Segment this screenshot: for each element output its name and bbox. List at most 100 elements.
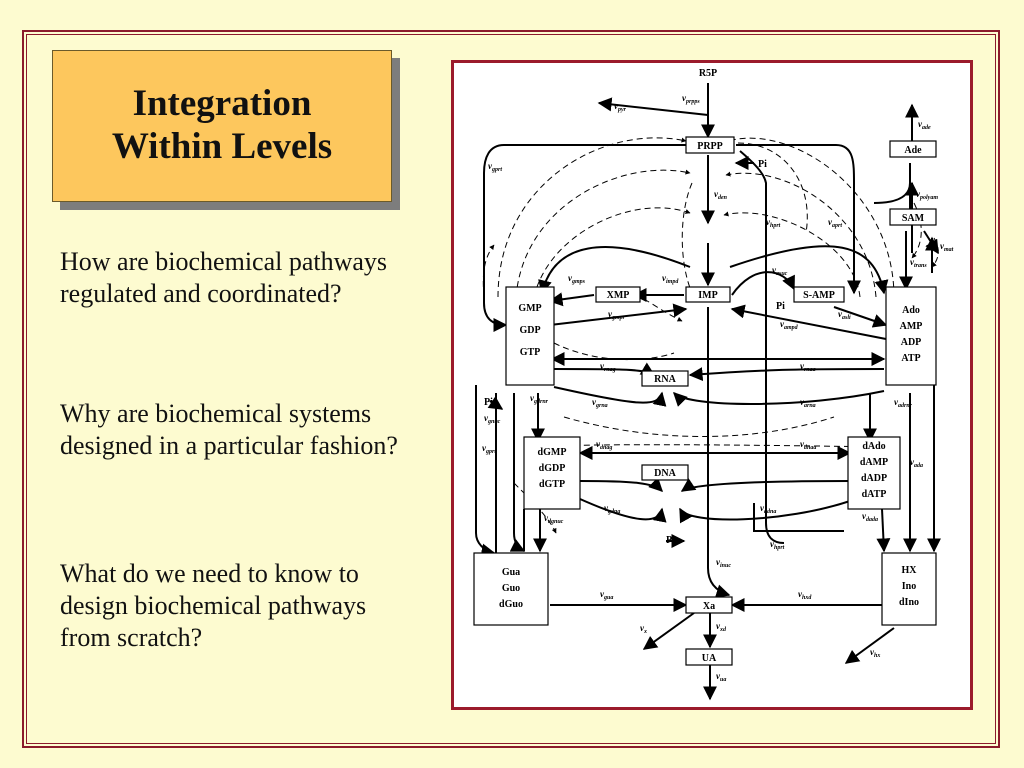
- node-dguo: dGuo: [499, 599, 523, 610]
- node-deoxyguanine-nucleotides-box: [523, 436, 581, 510]
- flux-dada: vdada: [862, 511, 878, 523]
- flux-gnuc: vgnuc: [484, 413, 501, 425]
- question-1: How are biochemical pathways regulated a…: [60, 247, 388, 308]
- node-imp-box: [685, 286, 731, 303]
- flux-polyam: vpolyam: [916, 189, 938, 201]
- node-atp: ATP: [901, 353, 920, 364]
- flux-gmps: vgmps: [568, 273, 586, 285]
- question-3: What do we need to know to design bioche…: [60, 559, 367, 652]
- node-dgmp: dGMP: [538, 447, 567, 458]
- flux-rnag: vrnag: [600, 361, 616, 373]
- node-gmp: GMP: [518, 303, 541, 314]
- node-datp: dATP: [862, 489, 887, 500]
- node-dna-box: [641, 464, 689, 481]
- flux-adrnr: vadrnr: [894, 397, 913, 409]
- node-gdp: GDP: [519, 325, 540, 336]
- flux-dnaa: vdnaa: [800, 439, 816, 451]
- node-dna: DNA: [654, 468, 676, 479]
- node-hx: HX: [902, 565, 918, 576]
- flux-arna: varna: [800, 397, 816, 409]
- flux-adna: vadna: [760, 503, 776, 515]
- flux-hprt-lower: vhprt: [770, 539, 785, 551]
- node-dado: dAdo: [862, 441, 885, 452]
- flux-inuc: vinuc: [716, 557, 731, 569]
- node-adenine-nucleotides-box: [885, 286, 937, 386]
- node-pi-left: Pi: [484, 397, 493, 408]
- node-hypoxanthine-box: [881, 552, 937, 626]
- node-gua: Gua: [502, 567, 520, 578]
- node-dgtp: dGTP: [539, 479, 565, 490]
- flux-labels: vprpps vpyr vgprt vade vpolyam vden vhpr…: [482, 93, 954, 683]
- node-xmp-box: [595, 286, 641, 303]
- flux-ada: vada: [910, 457, 923, 469]
- flux-hx: vhx: [870, 647, 880, 659]
- flux-x: vx: [640, 623, 647, 635]
- flux-pyr: vpyr: [614, 101, 627, 113]
- node-dadp: dADP: [861, 473, 887, 484]
- flux-gprt: vgprt: [488, 161, 502, 173]
- node-adp: ADP: [901, 337, 922, 348]
- flux-asuc: vasuc: [772, 265, 788, 277]
- node-guo: Guo: [502, 583, 520, 594]
- slide-frame-outer: [22, 30, 1000, 748]
- node-damp: dAMP: [860, 457, 888, 468]
- node-ade: Ade: [904, 145, 922, 156]
- reaction-arrows: [475, 83, 941, 701]
- flux-dgnuc: vdgnuc: [544, 513, 564, 525]
- node-ade-box: [889, 140, 937, 158]
- purine-pathway-diagram: R5P PRPP Pi Ade SAM XMP IMP S-AMP Pi GMP…: [451, 60, 973, 710]
- flux-gua: vgua: [600, 589, 613, 601]
- flux-gprt-lower: vgprt: [482, 443, 496, 455]
- flux-ade: vade: [918, 119, 931, 131]
- node-sam-box: [889, 208, 937, 226]
- flux-trans: vtrans: [910, 257, 927, 269]
- node-pi-top: Pi: [758, 159, 767, 170]
- flux-asli: vasli: [838, 309, 851, 321]
- slide-title: Integration Within Levels: [111, 83, 333, 167]
- node-ua-box: [685, 648, 733, 666]
- flux-gdna: vgdna: [604, 503, 620, 515]
- node-xmp: XMP: [607, 290, 630, 301]
- node-prpp: PRPP: [697, 141, 723, 152]
- node-prpp-box: [685, 136, 735, 154]
- node-amp: AMP: [900, 321, 923, 332]
- flux-gmpr: vgmpr: [608, 309, 626, 321]
- title-box: Integration Within Levels: [52, 50, 392, 202]
- node-dino: dIno: [899, 597, 919, 608]
- flux-hxd: vhxd: [798, 589, 812, 601]
- node-guanine-bases-box: [473, 552, 549, 626]
- node-rna-box: [641, 370, 689, 387]
- flux-aprt: vaprt: [828, 217, 842, 229]
- flux-den: vden: [714, 189, 728, 201]
- node-sam: SAM: [902, 213, 925, 224]
- node-pi-mid: Pi: [776, 301, 785, 312]
- node-ado: Ado: [902, 305, 920, 316]
- flux-xd: vxd: [716, 621, 727, 633]
- node-xa-box: [685, 596, 733, 614]
- flux-mat: vmat: [940, 241, 954, 253]
- node-samp-box: [793, 286, 845, 303]
- node-xa: Xa: [703, 601, 715, 612]
- slide-frame-inner: [26, 34, 996, 744]
- node-imp: IMP: [698, 290, 717, 301]
- pathway-svg: R5P PRPP Pi Ade SAM XMP IMP S-AMP Pi GMP…: [473, 68, 954, 701]
- node-deoxyadenine-nucleotides-box: [847, 436, 901, 510]
- flux-grna: vgrna: [592, 397, 608, 409]
- flux-prpps: vprpps: [682, 93, 700, 105]
- flux-gdrnr: vgdrnr: [530, 393, 549, 405]
- flux-ua: vua: [716, 671, 726, 683]
- question-2: Why are biochemical systems designed in …: [60, 399, 398, 460]
- flux-ampd: vampd: [780, 319, 799, 331]
- flux-rnaa: vrnaa: [800, 361, 816, 373]
- node-ino: Ino: [902, 581, 916, 592]
- node-pi-low: Pi: [666, 535, 675, 546]
- node-ua: UA: [702, 653, 717, 664]
- node-rna: RNA: [654, 374, 676, 385]
- node-guanine-nucleotides-box: [505, 286, 555, 386]
- node-gtp: GTP: [520, 347, 541, 358]
- node-samp: S-AMP: [803, 290, 835, 301]
- node-r5p: R5P: [699, 68, 717, 79]
- flux-dnag: vdnag: [596, 439, 612, 451]
- diagram-nodes: R5P PRPP Pi Ade SAM XMP IMP S-AMP Pi GMP…: [473, 68, 937, 666]
- node-dgdp: dGDP: [539, 463, 566, 474]
